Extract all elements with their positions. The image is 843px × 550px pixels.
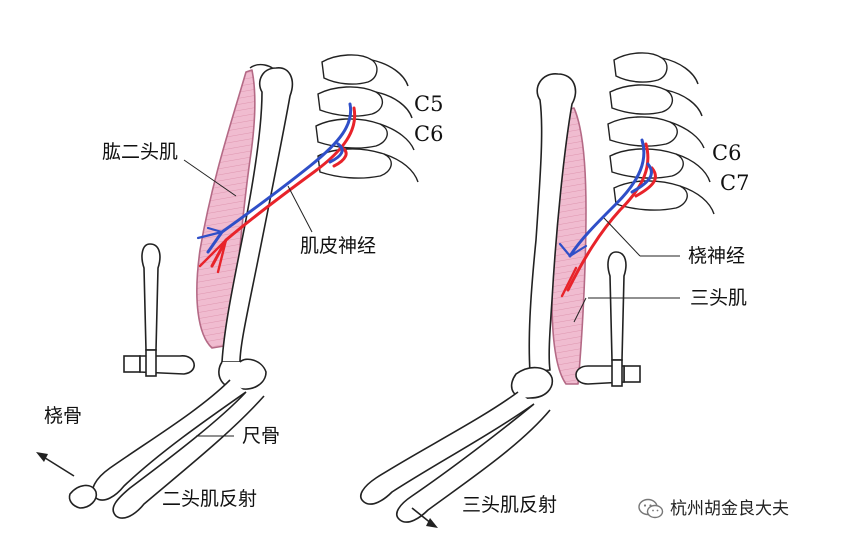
- caption-biceps-reflex: 二头肌反射: [162, 490, 257, 509]
- label-c6-left: C6: [414, 124, 443, 145]
- caption-triceps-reflex: 三头肌反射: [462, 496, 557, 515]
- label-c6-right: C6: [712, 143, 741, 164]
- wechat-icon: [638, 498, 664, 520]
- label-c7-right: C7: [720, 173, 749, 194]
- watermark: 杭州胡金良大夫: [638, 498, 789, 520]
- label-biceps: 肱二头肌: [102, 143, 178, 162]
- watermark-text: 杭州胡金良大夫: [670, 501, 789, 518]
- label-c5-left: C5: [414, 94, 443, 115]
- left-arm-figure: [69, 65, 292, 518]
- label-ulna: 尺骨: [242, 427, 280, 446]
- left-movement-arrow: [36, 452, 74, 476]
- right-leader-lines: [574, 218, 680, 322]
- label-radius: 桡骨: [44, 407, 82, 426]
- right-cervical-spine: [608, 53, 714, 214]
- right-arm-figure: [361, 74, 586, 522]
- label-triceps: 三头肌: [690, 289, 747, 308]
- label-radial-nerve: 桡神经: [688, 247, 745, 266]
- label-musculocutaneous-nerve: 肌皮神经: [300, 237, 376, 256]
- left-reflex-hammer: [124, 244, 194, 376]
